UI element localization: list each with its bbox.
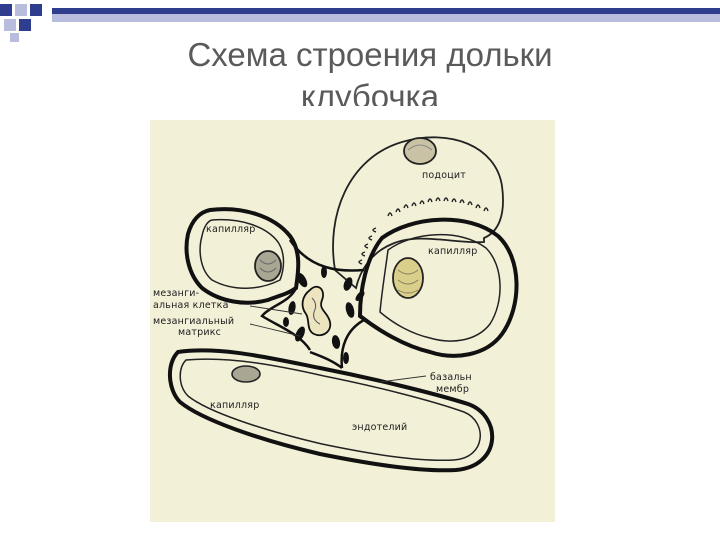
mesangial-cell [301, 285, 332, 337]
capillary-left-nucleus [254, 250, 282, 282]
slide-title: Схема строения дольки клубочка [110, 34, 630, 114]
label-capillary-left: капилляр [206, 224, 255, 235]
label-basement-membrane-2: мембр [436, 384, 469, 395]
title-line-2: клубочка [300, 78, 440, 106]
podocyte-nucleus [403, 137, 437, 165]
label-mesangial-matrix-1: мезангиальный [153, 316, 234, 327]
label-podocyte: подоцит [422, 170, 466, 181]
capillary-right-nucleus [392, 257, 424, 299]
label-mesangial-cell-1: мезанги- [153, 288, 199, 299]
capillary-right-wall [357, 217, 519, 358]
mesangial-cell-inner [311, 297, 321, 325]
leader-lines [249, 305, 427, 383]
glomerulus-diagram: подоцит капилляр капилляр мезанги- альна… [150, 120, 555, 522]
capillary-bottom-wall [168, 348, 494, 473]
mesangial-matrix-blobs [283, 266, 365, 364]
capillary-left-wall [184, 207, 301, 305]
podocyte-foot-processes [358, 197, 489, 265]
capillary-bottom-endothelium [179, 358, 481, 462]
glomerulus-drawing: подоцит капилляр капилляр мезанги- альна… [153, 136, 519, 473]
label-mesangial-cell-2: альная клетка [153, 300, 229, 311]
top-accent-bar [52, 8, 720, 22]
label-basement-membrane-1: базальн [430, 372, 472, 383]
title-line-1: Схема строения дольки [187, 36, 553, 73]
label-capillary-right: капилляр [428, 246, 477, 257]
label-mesangial-matrix-2: матрикс [178, 327, 221, 338]
capillary-left-endothelium [199, 218, 285, 289]
capillary-bottom-nucleus [231, 365, 261, 383]
label-endothelium: эндотелий [352, 422, 407, 433]
podocyte-outline [332, 136, 504, 290]
corner-squares-decoration [0, 4, 42, 42]
capillary-right-endothelium [379, 233, 501, 342]
label-capillary-bottom: капилляр [210, 400, 259, 411]
